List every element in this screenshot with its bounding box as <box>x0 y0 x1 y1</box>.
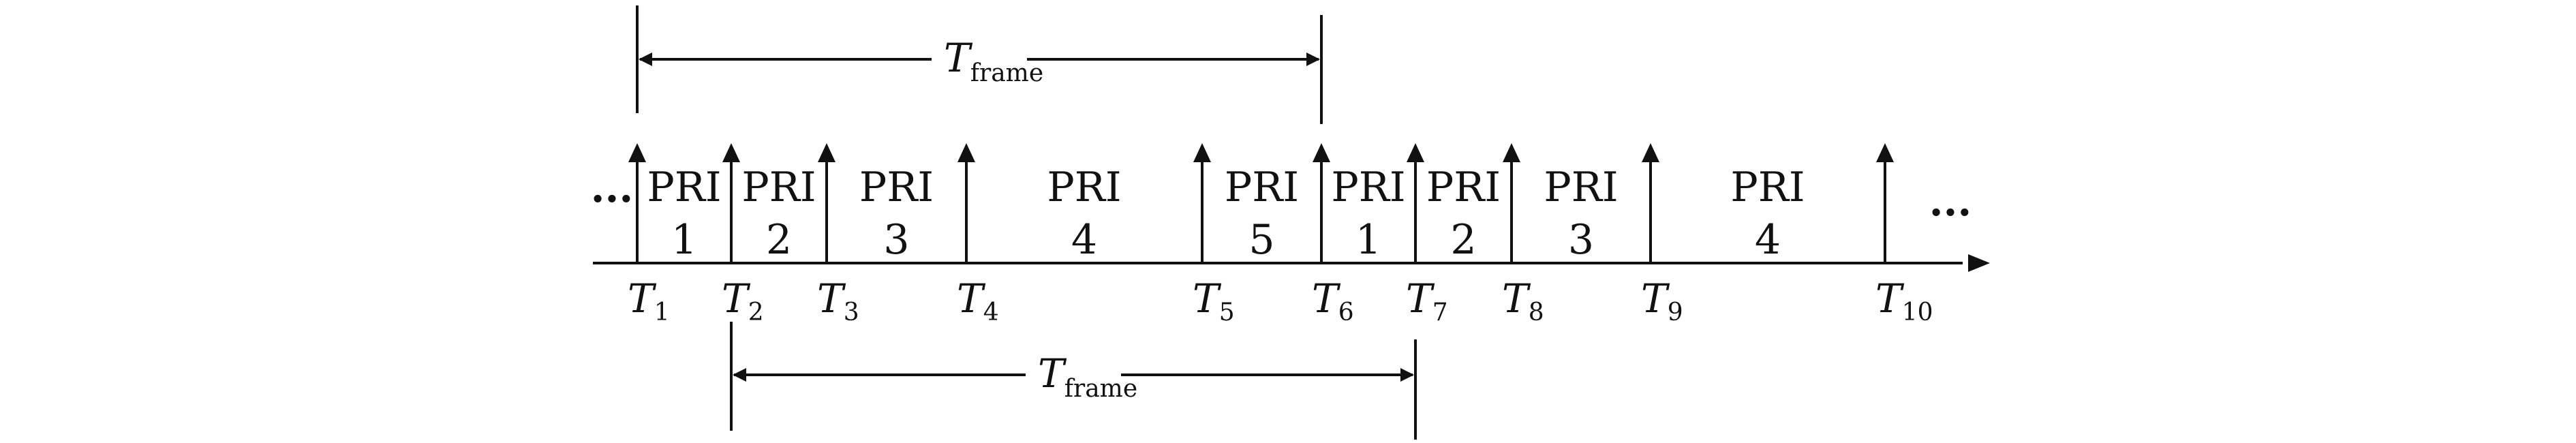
time-marker-2: T2 <box>722 275 764 326</box>
time-marker-subscript: 4 <box>983 299 999 326</box>
pri-label-1: PRI <box>647 164 721 211</box>
pri-label-5: PRI <box>1225 164 1299 211</box>
time-symbol: T <box>628 275 657 322</box>
pri-number-5: 5 <box>1248 216 1274 264</box>
pri-number-7: 2 <box>1450 216 1476 264</box>
pulse-arrowhead-5 <box>1193 143 1211 162</box>
ellipsis-right: ... <box>1929 178 1972 226</box>
frame-subscript: frame <box>970 59 1043 87</box>
time-marker-subscript: 6 <box>1338 299 1354 326</box>
time-symbol: T <box>1406 275 1435 322</box>
pri-label-6: PRI <box>1331 164 1405 211</box>
frame-subscript: frame <box>1064 375 1137 403</box>
time-symbol: T <box>1038 350 1067 397</box>
time-symbol: T <box>1641 275 1670 322</box>
pulse-arrowhead-10 <box>1876 143 1894 162</box>
pulse-markers <box>628 143 1894 263</box>
time-symbol: T <box>1312 275 1341 322</box>
pulse-arrowhead-3 <box>818 143 835 162</box>
pulse-arrowhead-6 <box>1313 143 1330 162</box>
time-symbol: T <box>1193 275 1222 322</box>
time-marker-subscript: 8 <box>1529 299 1544 326</box>
pulse-arrowhead-1 <box>628 143 646 162</box>
pri-number-3: 3 <box>883 216 909 264</box>
ellipsis-left: ... <box>591 164 634 212</box>
time-symbol: T <box>722 275 751 322</box>
pri-number-6: 1 <box>1355 216 1381 264</box>
time-marker-3: T3 <box>817 275 859 326</box>
pri-number-2: 2 <box>766 216 792 264</box>
time-marker-subscript: 9 <box>1668 299 1683 326</box>
pri-interval-labels: PRI 1 PRI 2 PRI 3 PRI 4 PRI 5 PRI 1 PRI 2 PRI 3 PRI 4 <box>647 164 1805 264</box>
pri-label-7: PRI <box>1426 164 1501 211</box>
time-marker-subscript: 1 <box>654 299 670 326</box>
time-marker-9: T9 <box>1641 275 1683 326</box>
pulse-arrowhead-9 <box>1642 143 1659 162</box>
time-marker-5: T5 <box>1193 275 1235 326</box>
pri-label-3: PRI <box>859 164 934 211</box>
time-marker-6: T6 <box>1312 275 1354 326</box>
frame-bottom-label: Tframe <box>1038 350 1137 403</box>
pulse-arrowhead-4 <box>957 143 975 162</box>
time-marker-subscript: 7 <box>1432 299 1448 326</box>
time-marker-4: T4 <box>957 275 999 326</box>
pri-label-8: PRI <box>1544 164 1618 211</box>
time-marker-subscript: 5 <box>1219 299 1235 326</box>
time-marker-7: T7 <box>1406 275 1448 326</box>
time-marker-10: T10 <box>1875 275 1933 326</box>
time-symbol: T <box>944 35 973 81</box>
time-axis-arrowhead <box>1968 254 1990 272</box>
pri-number-4: 4 <box>1071 216 1097 264</box>
time-marker-subscript: 3 <box>844 299 859 326</box>
time-symbol: T <box>957 275 986 322</box>
frame-top-label: Tframe <box>944 35 1043 87</box>
pulse-arrowhead-8 <box>1503 143 1520 162</box>
time-symbol: T <box>1875 275 1905 322</box>
pri-number-8: 3 <box>1568 216 1594 264</box>
time-marker-8: T8 <box>1502 275 1544 326</box>
pri-number-9: 4 <box>1755 216 1781 264</box>
pri-label-2: PRI <box>741 164 816 211</box>
pri-label-4: PRI <box>1047 164 1121 211</box>
time-symbol: T <box>1502 275 1531 322</box>
time-marker-1: T1 <box>628 275 670 326</box>
time-marker-subscript: 10 <box>1902 299 1933 326</box>
time-symbol: T <box>817 275 846 322</box>
pulse-arrowhead-2 <box>722 143 740 162</box>
pulse-arrowhead-7 <box>1407 143 1424 162</box>
pri-number-1: 1 <box>671 216 697 264</box>
pri-label-9: PRI <box>1730 164 1805 211</box>
time-marker-subscript: 2 <box>748 299 764 326</box>
